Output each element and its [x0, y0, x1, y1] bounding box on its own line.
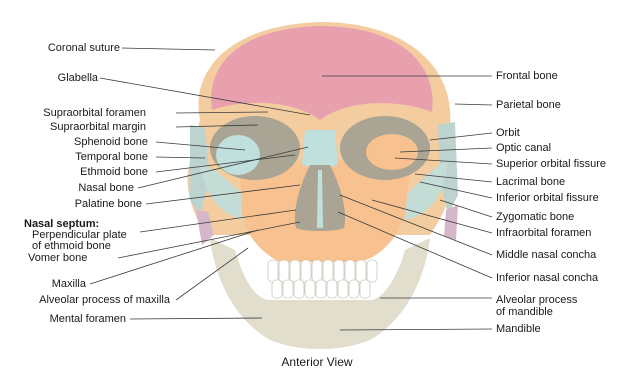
- tooth: [268, 260, 278, 282]
- tooth: [323, 260, 333, 282]
- tooth: [294, 280, 304, 298]
- label-perpendicular-plate-2: of ethmoid bone: [32, 240, 111, 252]
- label-inferior-nasal-concha: Inferior nasal concha: [496, 272, 598, 284]
- tooth: [283, 280, 293, 298]
- label-supraorbital-margin: Supraorbital margin: [50, 121, 146, 133]
- tooth: [327, 280, 337, 298]
- label-alveolar-process-mandible-1: Alveolar process: [496, 294, 577, 306]
- label-coronal-suture: Coronal suture: [48, 42, 120, 54]
- label-alveolar-process-maxilla: Alveolar process of maxilla: [39, 294, 170, 306]
- tooth: [367, 260, 377, 282]
- tooth: [279, 260, 289, 282]
- label-superior-orbital-fissure: Superior orbital fissure: [496, 158, 606, 170]
- label-lacrimal-bone: Lacrimal bone: [496, 176, 565, 188]
- tooth: [349, 280, 359, 298]
- tooth: [360, 280, 370, 298]
- label-mandible: Mandible: [496, 323, 541, 335]
- label-nasal-bone: Nasal bone: [78, 182, 134, 194]
- label-ethmoid-bone: Ethmoid bone: [80, 166, 148, 178]
- tooth: [305, 280, 315, 298]
- label-temporal-bone: Temporal bone: [75, 151, 148, 163]
- tooth: [301, 260, 311, 282]
- tooth: [345, 260, 355, 282]
- tooth: [356, 260, 366, 282]
- label-palatine-bone: Palatine bone: [75, 198, 142, 210]
- label-optic-canal: Optic canal: [496, 142, 551, 154]
- label-middle-nasal-concha: Middle nasal concha: [496, 249, 596, 261]
- label-vomer-bone: Vomer bone: [28, 252, 87, 264]
- label-inferior-orbital-fissure: Inferior orbital fissure: [496, 192, 599, 204]
- label-parietal-bone: Parietal bone: [496, 99, 561, 111]
- tooth: [272, 280, 282, 298]
- orbit-right-inner: [366, 134, 418, 170]
- tooth: [312, 260, 322, 282]
- label-orbit: Orbit: [496, 127, 520, 139]
- nasal-septum: [317, 170, 323, 228]
- lower-teeth: [272, 280, 370, 298]
- label-supraorbital-foramen: Supraorbital foramen: [43, 107, 146, 119]
- figure-caption: Anterior View: [0, 355, 634, 369]
- orbit-left-inner: [216, 135, 260, 175]
- label-zygomatic-bone: Zygomatic bone: [496, 211, 574, 223]
- leader-line: [130, 318, 262, 319]
- label-frontal-bone: Frontal bone: [496, 70, 558, 82]
- label-mental-foramen: Mental foramen: [50, 313, 126, 325]
- sphenoid-right: [444, 205, 458, 240]
- label-glabella: Glabella: [58, 72, 98, 84]
- label-alveolar-process-mandible-2: of mandible: [496, 306, 553, 318]
- tooth: [334, 260, 344, 282]
- label-maxilla: Maxilla: [52, 278, 86, 290]
- tooth: [316, 280, 326, 298]
- upper-teeth: [268, 260, 377, 282]
- leader-line: [455, 104, 492, 105]
- nasal-bone-region: [302, 130, 338, 170]
- tooth: [290, 260, 300, 282]
- label-sphenoid-bone: Sphenoid bone: [74, 136, 148, 148]
- leader-line: [122, 48, 215, 50]
- tooth: [338, 280, 348, 298]
- label-infraorbital-foramen: Infraorbital foramen: [496, 227, 591, 239]
